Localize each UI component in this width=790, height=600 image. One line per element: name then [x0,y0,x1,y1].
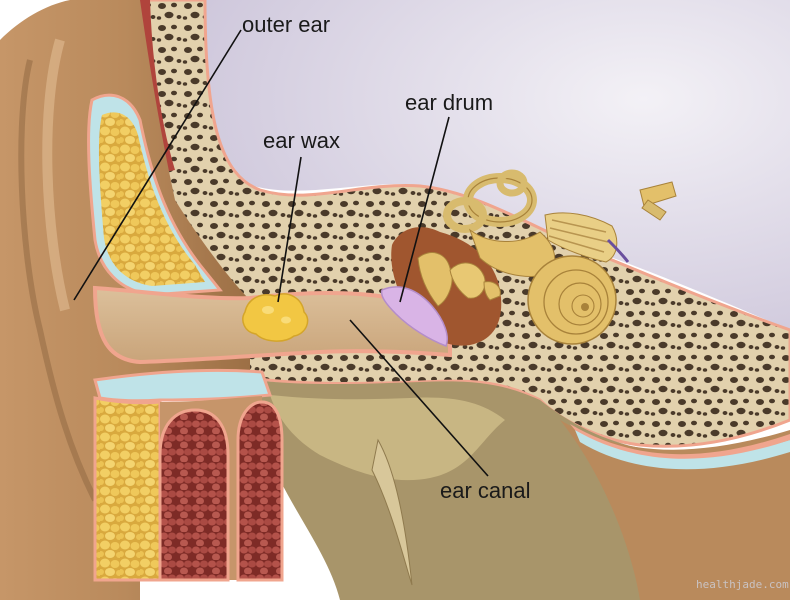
cochlea-icon [527,255,617,345]
nerve-fragment [639,181,677,221]
muscle-block-right [236,400,284,582]
leader-ear-drum [399,116,450,303]
leader-outer-ear [73,29,242,301]
upper-fat [98,112,205,286]
watermark: healthjade.com [696,578,789,591]
leader-ear-wax [277,156,302,303]
semicircular-canals [443,169,556,277]
lower-fat [93,396,162,582]
muscle-block-left [158,408,230,582]
ear-drum-membrane [380,286,448,347]
cranial-cavity [205,0,790,330]
label-ear-wax: ear wax [263,128,340,153]
ossicles-icon [417,252,501,307]
leader-ear-canal [349,319,489,477]
ear-wax-blob [242,293,309,342]
auditory-nerve [544,212,630,263]
label-ear-canal: ear canal [440,478,531,503]
styloid-process [371,438,413,586]
label-ear-drum: ear drum [405,90,493,115]
lower-cartilage [93,368,273,403]
label-outer-ear: outer ear [242,12,330,37]
